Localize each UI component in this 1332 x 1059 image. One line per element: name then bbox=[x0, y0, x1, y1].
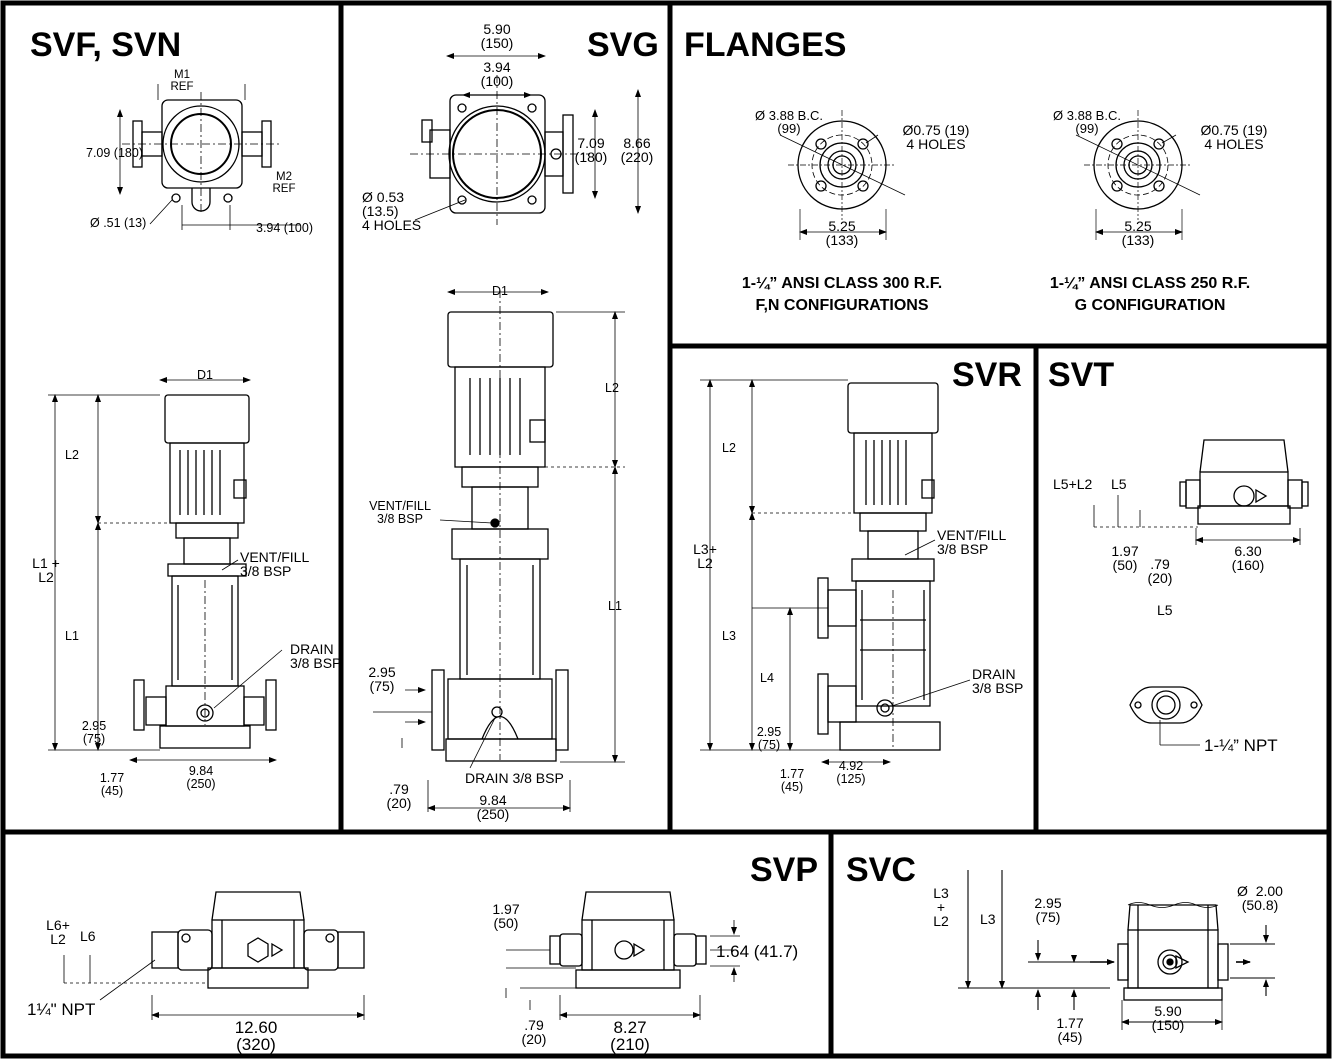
svc-dim-1-77: 1.77 (45) bbox=[1056, 1015, 1084, 1045]
svp-dim-0-79: .79 (20) bbox=[521, 1017, 547, 1047]
svr-dim-2-95: 2.95 (75) bbox=[756, 725, 782, 752]
flange-right-holes: Ø0.75 (19) 4 HOLES bbox=[1200, 122, 1268, 152]
svp-views bbox=[63, 891, 740, 1020]
svp-title: SVP bbox=[750, 851, 819, 889]
svt-title: SVT bbox=[1048, 356, 1115, 394]
svg-top-view bbox=[410, 53, 641, 225]
svg-height-8-66: 8.66 (220) bbox=[620, 135, 654, 165]
svt-dim-1-97: 1.97 (50) bbox=[1111, 543, 1139, 573]
svf-vent-label: VENT/FILL 3/8 BSP bbox=[240, 549, 310, 579]
svg-d1-label: D1 bbox=[492, 284, 508, 298]
svt-dim-6-30: 6.30 (160) bbox=[1231, 543, 1265, 573]
svg-dim-0-79: .79 (20) bbox=[386, 781, 412, 811]
svt-l5-mid-label: L5 bbox=[1157, 602, 1173, 618]
svt-views bbox=[1093, 439, 1309, 746]
svg-l2-label: L2 bbox=[605, 381, 619, 395]
flange-left-dia: 5.25 (133) bbox=[825, 218, 859, 248]
svg-l1-label: L1 bbox=[608, 599, 622, 613]
svr-l3-l2-label: L3+ L2 bbox=[693, 541, 717, 571]
svf-pump-side bbox=[48, 377, 283, 763]
svf-m1-label: M1 REF bbox=[170, 69, 194, 93]
svr-dim-4-92: 4.92 (125) bbox=[836, 759, 866, 786]
svf-l1-l2-label: L1 + L2 bbox=[32, 555, 60, 585]
flange-right-dia: 5.25 (133) bbox=[1121, 218, 1155, 248]
svp-dim-12-60: 12.60 (320) bbox=[234, 1018, 278, 1054]
flange-right bbox=[1075, 110, 1201, 240]
svg-dim-2-95: 2.95 (75) bbox=[368, 664, 396, 694]
svg-width-5-90: 5.90 (150) bbox=[480, 21, 514, 51]
svf-m2-label: M2 REF bbox=[272, 171, 296, 195]
svt-l5-top-label: L5 bbox=[1111, 476, 1127, 492]
flanges-title: FLANGES bbox=[684, 26, 847, 64]
flange-left bbox=[779, 110, 906, 240]
svt-dim-0-79: .79 (20) bbox=[1147, 556, 1173, 586]
svr-l2-label: L2 bbox=[722, 441, 736, 455]
svf-l2-label: L2 bbox=[65, 448, 79, 462]
svf-drain-label: DRAIN 3/8 BSP bbox=[290, 641, 342, 671]
svr-dim-1-77: 1.77 (45) bbox=[779, 767, 805, 794]
svg-height-7-09: 7.09 (180) bbox=[574, 135, 608, 165]
svp-l6-label: L6 bbox=[80, 928, 96, 944]
svr-title: SVR bbox=[952, 356, 1022, 394]
flange-left-caption: 1-¼” ANSI CLASS 300 R.F. F,N CONFIGURATI… bbox=[741, 275, 943, 314]
flange-left-holes: Ø0.75 (19) 4 HOLES bbox=[902, 122, 970, 152]
svp-l6-l2-label: L6+ L2 bbox=[46, 917, 70, 947]
svg-vent-label: VENT/FILL 3/8 BSP bbox=[369, 499, 431, 526]
svr-l3-label: L3 bbox=[722, 629, 736, 643]
svg-title: SVG bbox=[587, 26, 659, 64]
svp-dim-1-97: 1.97 (50) bbox=[492, 901, 520, 931]
svg-pump-side bbox=[373, 289, 625, 812]
svg-drain-label: DRAIN 3/8 BSP bbox=[465, 770, 564, 786]
svf-d1-label: D1 bbox=[197, 368, 213, 382]
svf-height-label: 7.09 (180) bbox=[86, 146, 143, 160]
svr-drain-label: DRAIN 3/8 BSP bbox=[972, 666, 1024, 696]
svf-l1-label: L1 bbox=[65, 629, 79, 643]
svt-l5-l2-label: L5+L2 bbox=[1053, 476, 1093, 492]
svr-pump-side bbox=[700, 379, 971, 765]
svr-l4-label: L4 bbox=[760, 671, 774, 685]
flange-right-bc: Ø 3.88 B.C. (99) bbox=[1053, 108, 1121, 136]
svf-dim-2-95: 2.95 (75) bbox=[81, 719, 107, 746]
flange-left-bc: Ø 3.88 B.C. (99) bbox=[755, 108, 823, 136]
flange-right-caption: 1-¼” ANSI CLASS 250 R.F. G CONFIGURATION bbox=[1049, 275, 1251, 314]
svg-dim-9-84: 9.84 (250) bbox=[476, 792, 510, 822]
svc-title: SVC bbox=[846, 851, 916, 889]
svc-l3-label: L3 bbox=[980, 911, 996, 927]
svc-dim-2-95: 2.95 (75) bbox=[1034, 895, 1062, 925]
svc-l3-l2-label: L3 + L2 bbox=[933, 885, 949, 929]
svp-npt-label: 1¼" NPT bbox=[27, 1000, 96, 1019]
svf-top-view bbox=[117, 84, 300, 230]
svc-views bbox=[958, 870, 1275, 1030]
svf-width-label: 3.94 (100) bbox=[256, 221, 313, 235]
svr-vent-label: VENT/FILL 3/8 BSP bbox=[937, 527, 1007, 557]
svf-svn-title: SVF, SVN bbox=[30, 26, 182, 64]
svg-holes-label: Ø 0.53 (13.5) 4 HOLES bbox=[362, 189, 422, 233]
svf-dim-9-84: 9.84 (250) bbox=[186, 764, 216, 791]
svt-npt-label: 1-¼” NPT bbox=[1204, 736, 1278, 755]
svp-dim-8-27: 8.27 (210) bbox=[610, 1018, 650, 1054]
svc-dim-2-00: Ø 2.00 (50.8) bbox=[1237, 883, 1283, 913]
svp-dim-1-64: 1.64 (41.7) bbox=[716, 942, 799, 961]
svf-hole-label: Ø .51 (13) bbox=[90, 216, 147, 230]
svf-dim-1-77: 1.77 (45) bbox=[99, 771, 125, 798]
svc-dim-5-90: 5.90 (150) bbox=[1151, 1003, 1185, 1033]
svg-width-3-94: 3.94 (100) bbox=[480, 59, 514, 89]
